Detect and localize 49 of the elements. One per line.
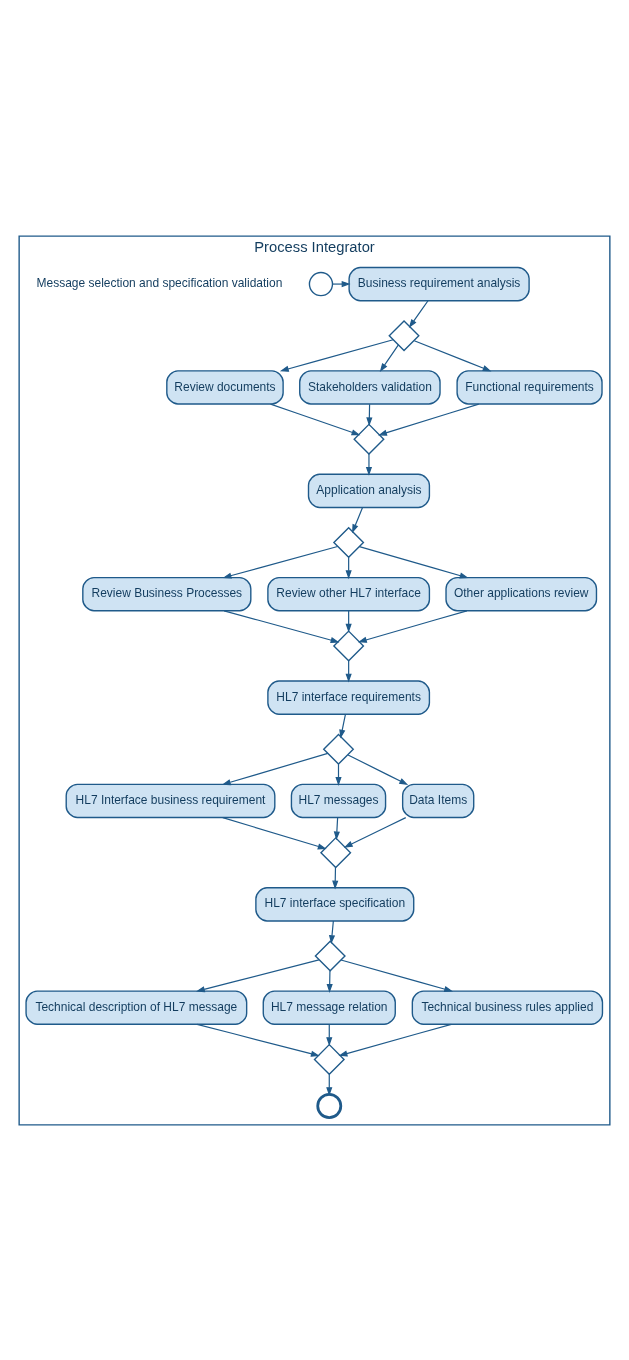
arrow <box>338 1023 452 1056</box>
node-box: Review other HL7 interface <box>267 576 431 611</box>
node-box: HL7 interface requirements <box>267 679 431 715</box>
node-box: HL7 message relation <box>262 989 396 1025</box>
node-circle <box>308 271 334 296</box>
arrow <box>379 343 399 372</box>
node-circle <box>316 1092 343 1119</box>
arrow <box>279 338 394 372</box>
node-box: Business requirement analysis <box>348 266 530 301</box>
arrow <box>196 1023 320 1057</box>
arrow <box>340 958 454 992</box>
arrow <box>378 403 480 436</box>
arrow <box>326 969 333 993</box>
arrow <box>269 403 361 435</box>
arrow <box>343 816 407 848</box>
arrow <box>365 452 373 476</box>
arrow <box>339 713 347 739</box>
node-box: HL7 interface specification <box>255 886 415 922</box>
node-box: Other applications review <box>445 576 598 611</box>
node-box: Functional requirements <box>456 369 603 405</box>
node-box: Review Business Processes <box>82 576 252 611</box>
node-box: Stakeholders validation <box>299 369 441 405</box>
arrow <box>223 609 340 643</box>
arrow <box>222 545 339 579</box>
node-diamond <box>314 939 346 972</box>
node-box: Application analysis <box>307 473 431 508</box>
arrow <box>413 339 492 371</box>
node-diamond <box>353 422 385 455</box>
node-box: HL7 Interface business requirement <box>65 783 276 818</box>
arrow <box>408 299 429 328</box>
node-diamond <box>322 733 355 765</box>
node-box: HL7 messages <box>290 783 387 818</box>
arrow <box>332 280 351 287</box>
arrow <box>357 609 468 643</box>
node-label: Message selection and specification validation <box>36 275 283 290</box>
arrow <box>222 816 327 849</box>
arrow <box>221 752 329 785</box>
node-box: Review documents <box>166 369 284 405</box>
node-diamond <box>313 1043 345 1075</box>
arrow <box>328 919 336 944</box>
node-box: Technical business rules applied <box>411 989 604 1025</box>
arrow <box>195 958 320 992</box>
arrow <box>358 545 469 579</box>
node-box: Technical description of HL7 message <box>25 989 248 1025</box>
arrow <box>347 753 409 785</box>
node-diamond <box>332 526 365 558</box>
node-box: Data Items <box>401 783 475 818</box>
arrow <box>333 816 340 840</box>
arrow <box>352 506 364 533</box>
